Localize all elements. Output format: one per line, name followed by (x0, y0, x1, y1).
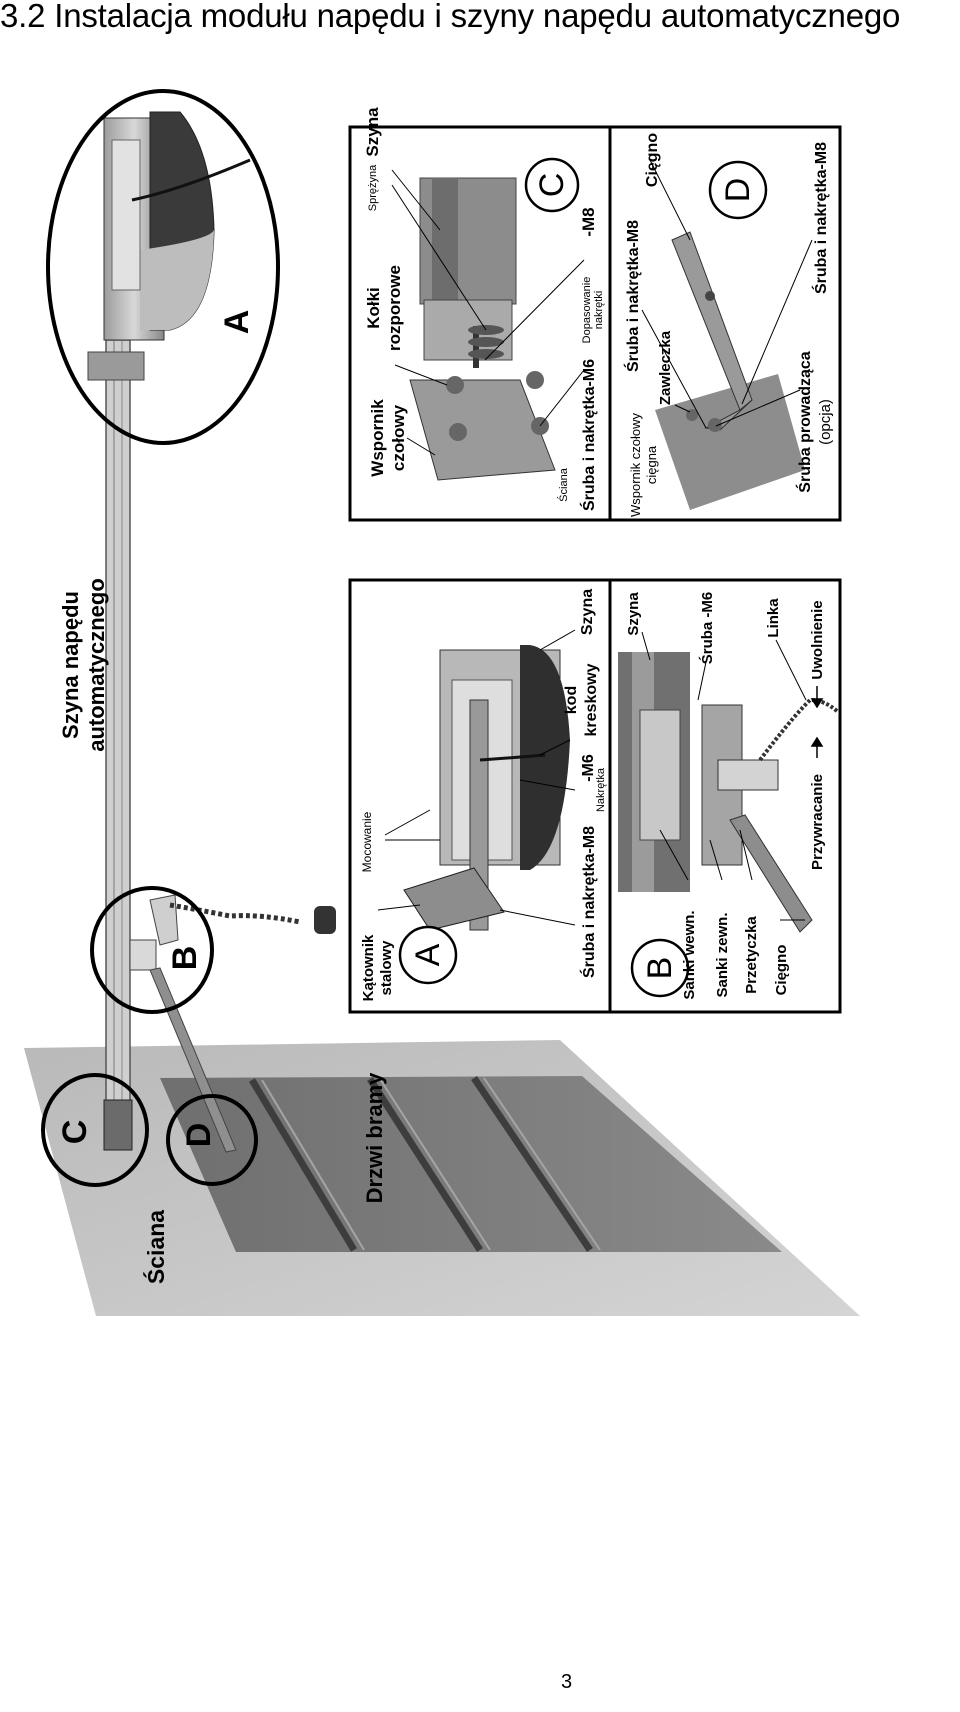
panel-b-letter: B (641, 957, 679, 980)
panel-d-photo (655, 231, 805, 510)
wall-label: Ściana (142, 1210, 169, 1284)
panel-a-kod-2: kreskowy (583, 663, 600, 736)
panel-c-sciana: Ściana (557, 467, 570, 502)
panel-c-photo (409, 177, 556, 481)
detail-panel-c: C Wspornik czołowy Kołki rozporowe Spręż… (348, 107, 612, 522)
direction-arrows (810, 686, 824, 758)
panel-c-letter-circle (524, 157, 580, 213)
panel-b-letter-circle (630, 938, 690, 998)
panel-b-sruba-m6: Śruba -M6 (698, 592, 716, 665)
panel-b-sanki-wewn: Sanki wewn. (681, 910, 698, 999)
panel-a-nakretka: Nakrętka (595, 767, 607, 812)
panel-b-przetyczka: Przetyczka (743, 916, 760, 994)
panel-d-wspornik-1: Wspornik czołowy (628, 412, 643, 517)
panel-d-letter: D (719, 178, 757, 203)
motor-unit (103, 111, 251, 341)
rail-bracket (87, 351, 145, 381)
panel-a-sruba-m8: Śruba i nakrętka-M8 (579, 826, 598, 978)
panel-d-zawleczka: Zawleczka (657, 330, 674, 405)
panel-b-ciegno: Cięgno (773, 945, 790, 996)
panel-a-katownik-2: stalowy (378, 940, 395, 996)
circle-d (166, 1094, 258, 1186)
detail-panel-b: B Sanki wewn. Sanki zewn. Przetyczka Cię… (608, 578, 842, 1014)
panel-a-kod-1: kod (563, 686, 580, 714)
panel-a-letter: A (409, 943, 447, 966)
circle-a (46, 89, 280, 445)
release-cord (169, 902, 336, 934)
panel-b-sanki-zewn: Sanki zewn. (714, 912, 731, 997)
rail-label-line2: automatycznego (84, 578, 109, 752)
panel-c-dopasowanie-2: nakrętki (593, 291, 605, 330)
circle-b-letter: B (166, 946, 204, 971)
panel-b-linka: Linka (765, 598, 782, 638)
panel-a-katownik-1: Kątownik (360, 934, 377, 1001)
scene: A B C D Szyna napędu automatycznego Ścia… (24, 89, 860, 1316)
drive-rail (105, 339, 131, 1141)
panel-b-uwolnienie: Uwolnienie (809, 600, 826, 679)
panel-d-sruba-m8-2: Śruba i nakrętka-M8 (811, 142, 830, 294)
panel-b-przywracanie: Przywracanie (809, 774, 826, 870)
panel-a-photo (403, 645, 570, 931)
panel-c-sprezyna: Sprężyna (367, 164, 379, 211)
circle-d-letter: D (180, 1123, 218, 1148)
panel-c-letter: C (533, 173, 571, 198)
panel-c-kolki-1: Kołki (364, 287, 383, 329)
door-grooves (248, 1076, 593, 1252)
panel-a-szyna: Szyna (579, 589, 596, 635)
detail-panel-a: A Kątownik stalowy Mocowanie Śruba i nak… (348, 578, 612, 1014)
rail-label-line1: Szyna napędu (58, 591, 83, 739)
wall-bracket (103, 1099, 133, 1151)
panel-c-m8: -M8 (579, 207, 598, 236)
circle-b (90, 886, 214, 1014)
panel-c-szyna: Szyna (363, 107, 382, 157)
circle-c (41, 1073, 149, 1187)
circle-a-letter: A (218, 310, 256, 335)
door-panel (160, 1076, 782, 1252)
circle-c-letter: C (56, 1120, 94, 1145)
panel-d-letter-circle (708, 160, 768, 220)
panel-d-prowadzaca-2: (opcja) (817, 399, 834, 445)
door-label: Drzwi bramy (362, 1072, 387, 1204)
panel-c-sruba-m6: Śruba i nakrętka-M6 (579, 359, 598, 511)
panel-d-wspornik-2: cięgna (644, 445, 659, 484)
page-number: 3 (561, 1671, 573, 1693)
panel-a-mocowanie: Mocowanie (360, 811, 374, 872)
panel-d-sruba-m8-1: Śruba i nakrętka-M8 (623, 220, 642, 372)
detail-panel-d: D Wspornik czołowy cięgna Zawleczka Śrub… (608, 125, 842, 522)
panel-d-ciegno: Cięgno (644, 133, 661, 187)
page-title: 3.2 Instalacja modułu napędu i szyny nap… (0, 0, 901, 34)
panel-c-wspornik-2: czołowy (389, 404, 408, 471)
panel-b-photo (618, 652, 840, 933)
panel-a-letter-circle (398, 925, 458, 985)
panel-a-m6: -M6 (580, 754, 597, 782)
panel-c-kolki-2: rozporowe (385, 265, 404, 351)
panel-c-wspornik-1: Wspornik (368, 399, 387, 477)
panel-c-dopasowanie-1: Dopasowanie (581, 277, 593, 344)
panel-b-szyna: Szyna (625, 592, 642, 636)
panel-d-prowadzaca-1: Śruba prowadząca (795, 351, 814, 492)
